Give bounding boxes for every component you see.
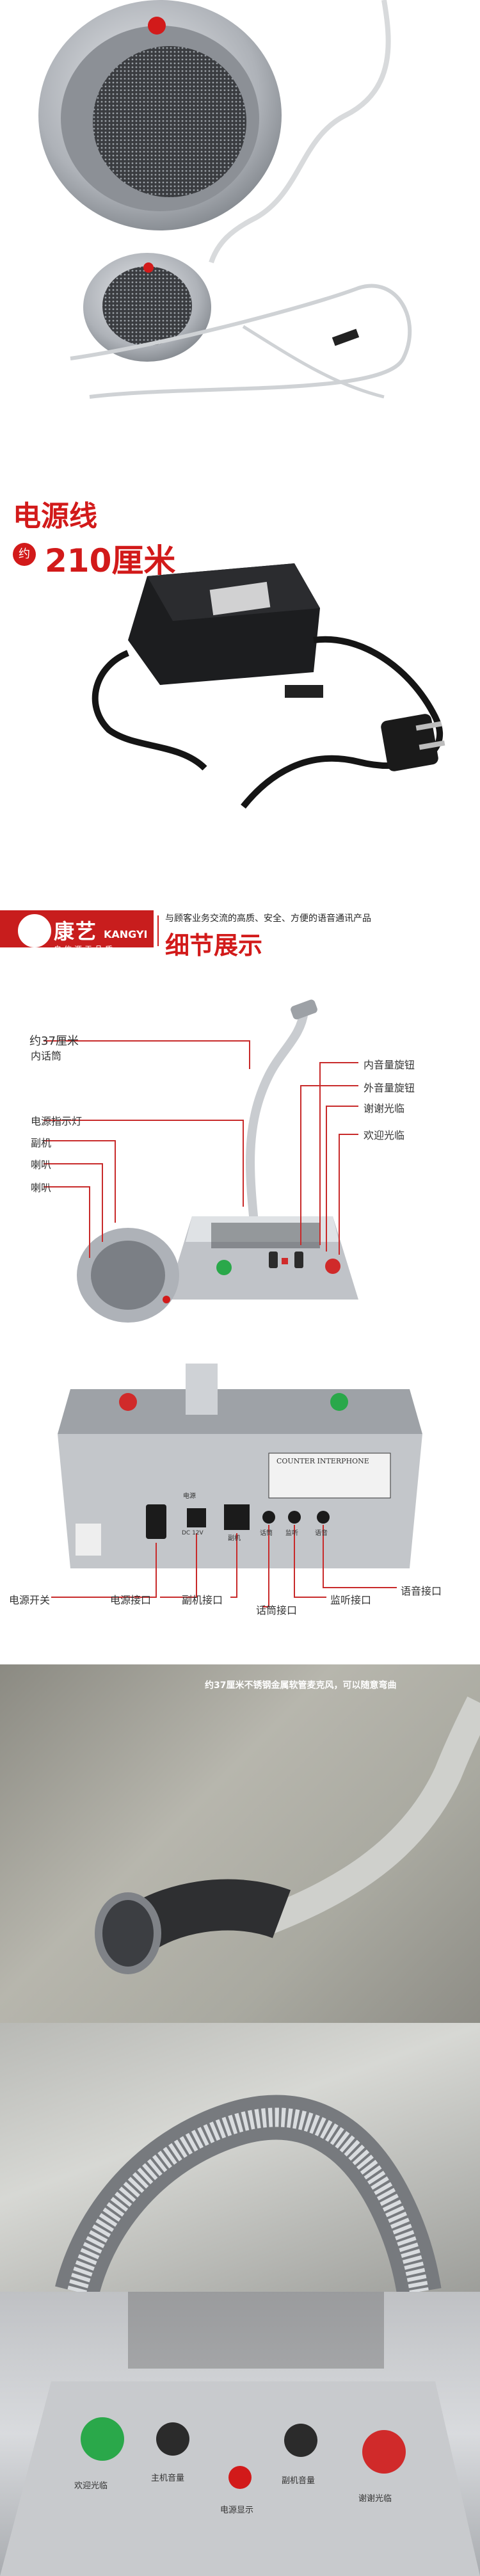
panel-plate-mic: 话筒 — [260, 1530, 273, 1537]
welcome-button-icon — [81, 2417, 124, 2461]
approx-badge: 约 — [13, 543, 36, 566]
rear-view-section: COUNTER INTERPHONE 电源 DC 12V 副机 话筒 监听 语音… — [0, 1351, 480, 1645]
brand-logo-icon — [18, 914, 51, 947]
callout-mic-port: 话筒接口 — [256, 1604, 298, 1616]
callout-power-port: 电源接口 — [110, 1594, 152, 1606]
callout-inner-volume: 内音量旋钮 — [364, 1059, 415, 1071]
speaker-large-grill — [93, 46, 246, 197]
callout-monitor-port: 监听接口 — [330, 1594, 372, 1606]
power-cord-section: 电源线 约 210厘米 — [0, 474, 480, 883]
callout-outer-volume: 外音量旋钮 — [364, 1082, 415, 1094]
closeup-caption: 约37厘米不锈钢金属软管麦克风，可以随意弯曲 — [205, 1680, 397, 1691]
panel-plate-sub: 副机 — [228, 1535, 241, 1542]
closeup-gooseneck-photo — [0, 2023, 480, 2292]
power-cord-title: 电源线 — [13, 500, 97, 533]
adapter-illustration — [92, 563, 445, 809]
rear-view-illustration — [51, 1364, 422, 1607]
front-view-illustration — [44, 999, 358, 1323]
panel-sub-volume: 副机音量 — [282, 2476, 316, 2486]
callout-power-switch: 电源开关 — [9, 1594, 51, 1606]
speakers-section — [0, 0, 480, 448]
panel-thanks: 谢谢光临 — [358, 2494, 392, 2504]
panel-plate-monitor: 监听 — [285, 1530, 298, 1537]
power-cord-length: 210厘米 — [45, 542, 176, 579]
brand-name-en: KANGYI — [104, 928, 148, 940]
banner-divider — [157, 915, 159, 946]
thanks-button-icon — [362, 2430, 406, 2474]
callout-welcome-light: 欢迎光临 — [364, 1129, 405, 1141]
panel-plate-power: 电源 — [183, 1493, 196, 1500]
callout-mic-length: 约37厘米 — [29, 1034, 79, 1048]
panel-main-volume: 主机音量 — [151, 2474, 185, 2483]
speakers-illustration — [38, 0, 412, 399]
callout-sub-unit: 副机 — [31, 1137, 52, 1149]
closeup-mic-photo: 约37厘米不锈钢金属软管麦克风，可以随意弯曲 — [0, 1664, 480, 2023]
callout-sub-port: 副机接口 — [182, 1594, 223, 1606]
speaker-large-logo — [148, 17, 166, 35]
mic-head-illustration — [95, 1696, 480, 1974]
callout-speaker-2: 喇叭 — [31, 1182, 52, 1194]
panel-label-title: COUNTER INTERPHONE — [276, 1457, 369, 1465]
callout-voice-port: 语音接口 — [401, 1585, 442, 1597]
callout-thanks-light: 谢谢光临 — [364, 1102, 405, 1115]
panel-power-indicator: 电源显示 — [220, 2506, 254, 2515]
callout-speaker-1: 喇叭 — [31, 1159, 52, 1171]
panel-welcome: 欢迎光临 — [74, 2481, 108, 2491]
brand-name-cn: 康艺 — [54, 919, 98, 944]
panel-illustration — [0, 2292, 480, 2576]
panel-plate-dc: DC 12V — [182, 1530, 204, 1536]
gooseneck-illustration — [55, 2095, 442, 2292]
speaker-small-grill — [102, 266, 192, 346]
front-view-section: 约37厘米 内话筒 电源指示灯 副机 喇叭 喇叭 内音量旋钮 外音量旋钮 谢谢光… — [0, 999, 480, 1325]
banner-tagline: 与顾客业务交流的高质、安全、方便的语音通讯产品 — [165, 914, 371, 924]
callout-power-light: 电源指示灯 — [31, 1115, 83, 1127]
closeup-panel-photo: 欢迎光临 主机音量 电源显示 副机音量 谢谢光临 — [0, 2292, 480, 2576]
panel-plate-voice: 语音 — [315, 1530, 328, 1537]
approx-badge-text: 约 — [19, 547, 30, 561]
brand-banner: 康艺 KANGYI 自信源于品质 与顾客业务交流的高质、安全、方便的语音通讯产品… — [0, 898, 480, 973]
brand-slogan: 自信源于品质 — [54, 945, 116, 954]
banner-title: 细节展示 — [165, 931, 263, 960]
callout-mic-name: 内话筒 — [31, 1050, 62, 1062]
